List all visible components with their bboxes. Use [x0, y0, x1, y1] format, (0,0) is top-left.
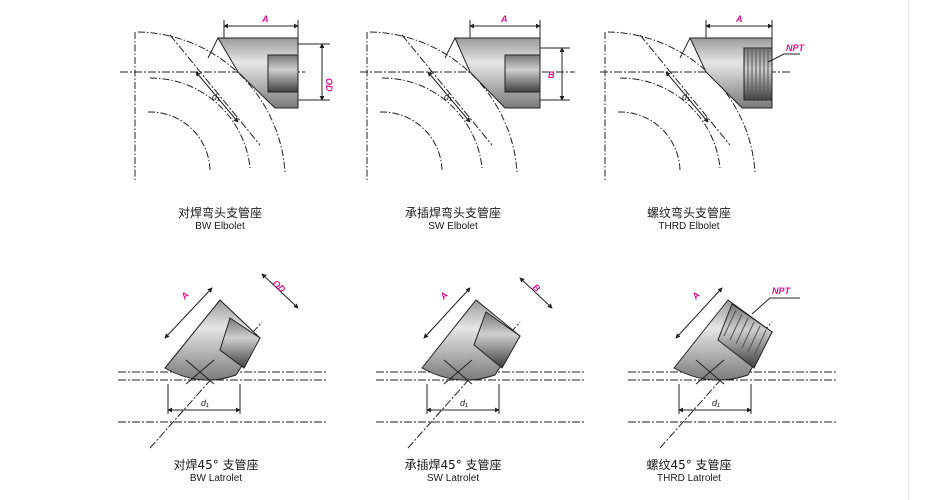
- dimension-d1: [665, 71, 709, 123]
- dimension-a: [423, 287, 471, 339]
- run-pipe-outline: [118, 371, 328, 423]
- dimension-b: [540, 47, 570, 101]
- sw-elbolet-a-label: A: [500, 14, 508, 24]
- sw-latrolet-b-label: B: [531, 282, 543, 294]
- page-edge-divider: [908, 0, 909, 500]
- sw-latrolet-caption: 承插焊45° 支管座 SW Latrolet: [363, 458, 543, 485]
- bw-latrolet-title-cn: 对焊45° 支管座: [173, 458, 259, 472]
- fitting-body: [207, 37, 299, 109]
- sw-latrolet-title-cn: 承插焊45° 支管座: [404, 458, 502, 472]
- fitting-body: [444, 37, 541, 109]
- bw-elbolet-figure: [120, 20, 330, 180]
- thrd-latrolet-caption: 螺纹45° 支管座 THRD Latrolet: [599, 458, 779, 485]
- bw-elbolet-caption: 对焊弯头支管座 BW Elbolet: [130, 206, 310, 233]
- sw-elbolet-title-cn: 承插焊弯头支管座: [404, 206, 501, 220]
- bw-latrolet-d1-label: d₁: [201, 398, 209, 408]
- dimension-d1: [426, 384, 500, 414]
- dimension-b: [519, 277, 553, 309]
- thrd-elbolet-a-label: A: [735, 14, 743, 24]
- dimension-d1: [195, 71, 239, 123]
- dimension-d1: [427, 71, 471, 123]
- thrd-latrolet-figure: [628, 287, 838, 449]
- dimension-a: [223, 20, 299, 38]
- elbow-pipe-outline: [134, 31, 286, 180]
- thread-lines: [723, 309, 767, 357]
- elbow-pipe-outline: [604, 31, 756, 180]
- dimension-a: [469, 20, 541, 38]
- sw-elbolet-title-en: SW Elbolet: [428, 221, 478, 232]
- thrd-latrolet-a-label: A: [689, 290, 701, 302]
- bw-latrolet-title-en: BW Latrolet: [189, 473, 243, 484]
- sw-elbolet-d1-label: d₁: [444, 92, 452, 102]
- bw-latrolet-figure: [118, 273, 328, 449]
- dimension-d1: [678, 384, 752, 414]
- sw-latrolet-title-en: SW Latrolet: [426, 473, 480, 484]
- bw-elbolet-title-cn: 对焊弯头支管座: [177, 206, 262, 220]
- fitting-body: [679, 37, 773, 109]
- thrd-elbolet-d1-label: d₁: [682, 92, 690, 102]
- dimension-od: [298, 43, 330, 101]
- bw-latrolet-caption: 对焊45° 支管座 BW Latrolet: [126, 458, 306, 485]
- npt-leader: [767, 53, 800, 63]
- elbow-pipe-outline: [366, 31, 518, 180]
- dimension-a: [164, 287, 213, 339]
- thrd-elbolet-title-en: THRD Elbolet: [658, 221, 720, 232]
- thrd-latrolet-title-cn: 螺纹45° 支管座: [646, 458, 732, 472]
- thrd-elbolet-npt-label: NPT: [786, 43, 806, 53]
- run-pipe-outline: [376, 371, 586, 423]
- bw-elbolet-od-label: OD: [324, 78, 334, 92]
- bw-elbolet-a-label: A: [261, 14, 269, 24]
- dimension-d1: [167, 384, 241, 414]
- sw-latrolet-figure: [376, 277, 586, 449]
- sw-latrolet-d1-label: d₁: [460, 398, 468, 408]
- thrd-elbolet-title-cn: 螺纹弯头支管座: [646, 206, 731, 220]
- dimension-a: [675, 287, 723, 339]
- fitting-body: [164, 299, 261, 385]
- bw-latrolet-a-label: A: [178, 290, 190, 302]
- sw-elbolet-figure: [360, 20, 575, 180]
- sw-elbolet-b-label: B: [548, 70, 555, 80]
- fitting-body: [421, 299, 521, 385]
- thrd-elbolet-caption: 螺纹弯头支管座 THRD Elbolet: [599, 206, 779, 233]
- thrd-latrolet-title-en: THRD Latrolet: [657, 473, 721, 484]
- bw-latrolet-od-label: OD: [271, 278, 288, 295]
- bw-elbolet-title-en: BW Elbolet: [195, 221, 245, 232]
- npt-leader: [751, 297, 800, 315]
- run-pipe-outline: [628, 371, 838, 423]
- thrd-elbolet-figure: [600, 20, 800, 180]
- dimension-od: [261, 273, 299, 309]
- thrd-latrolet-npt-label: NPT: [772, 286, 792, 296]
- thread-lines: [747, 48, 769, 100]
- fitting-body: [673, 299, 773, 385]
- bw-elbolet-d1-label: d₁: [212, 92, 220, 102]
- thrd-latrolet-d1-label: d₁: [712, 398, 720, 408]
- sw-latrolet-a-label: A: [437, 290, 449, 302]
- sw-elbolet-caption: 承插焊弯头支管座 SW Elbolet: [363, 206, 543, 233]
- dimension-a: [705, 20, 773, 38]
